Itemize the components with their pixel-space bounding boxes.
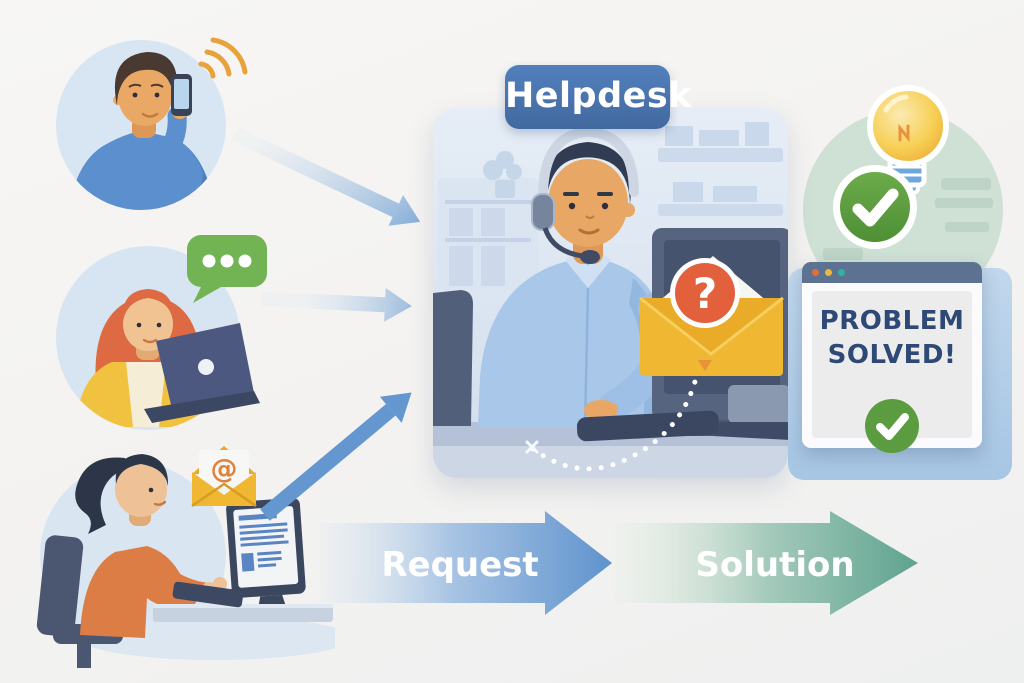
drop-arrow-icon [698, 360, 712, 371]
chat-dots-icon [202, 254, 252, 268]
request-arrow: Request [320, 511, 612, 615]
incoming-question-envelope: ? [639, 256, 784, 376]
customer-chat-vignette [56, 246, 260, 430]
agent-laptop [713, 385, 788, 440]
question-badge-icon: ? [670, 258, 740, 328]
solved-check-icon [865, 399, 919, 453]
request-dotted-path [525, 375, 699, 472]
email-envelope-icon: @ [191, 446, 257, 508]
helpdesk-panel: ? [433, 108, 788, 478]
flow-arrows: Request Solution [320, 511, 918, 615]
question-mark: ? [693, 269, 717, 318]
document-on-screen [238, 513, 289, 572]
office-background [438, 122, 783, 290]
plant [483, 151, 522, 198]
window-titlebar [802, 262, 982, 283]
helpdesk-scene: ? [433, 108, 788, 478]
phone-call-icon [171, 74, 192, 116]
laptop [144, 323, 260, 423]
arrow-phone-to-helpdesk [231, 127, 421, 226]
window-dot-icon [812, 269, 819, 276]
customer-email-vignette: @ [36, 446, 335, 668]
sparkle-icon [525, 440, 539, 454]
chat-bubble-icon [187, 235, 267, 303]
desk [153, 606, 333, 622]
solution-arrow: Solution [615, 511, 918, 615]
customer-phone-vignette [56, 37, 248, 210]
inbound-arrows [231, 127, 421, 521]
arrow-email-to-helpdesk [260, 392, 412, 521]
keyboard [172, 581, 244, 608]
window-body: PROBLEM SOLVED! [812, 291, 972, 453]
agent-chair [433, 290, 473, 426]
helpdesk-label: Helpdesk [505, 65, 691, 129]
headset-icon [531, 126, 639, 264]
success-check-icon [833, 165, 917, 249]
problem-solved-text: PROBLEM SOLVED! [819, 306, 965, 370]
signal-waves-icon [198, 37, 248, 79]
window-dot-icon [838, 269, 845, 276]
solution-label: Solution [695, 545, 854, 585]
request-label: Request [381, 545, 538, 585]
arrow-chat-to-helpdesk [261, 287, 412, 322]
at-sign: @ [211, 454, 238, 485]
agent-keyboard [576, 410, 720, 442]
problem-solved-window: PROBLEM SOLVED! [802, 262, 982, 453]
window-dot-icon [825, 269, 832, 276]
agent-hand [584, 400, 618, 420]
